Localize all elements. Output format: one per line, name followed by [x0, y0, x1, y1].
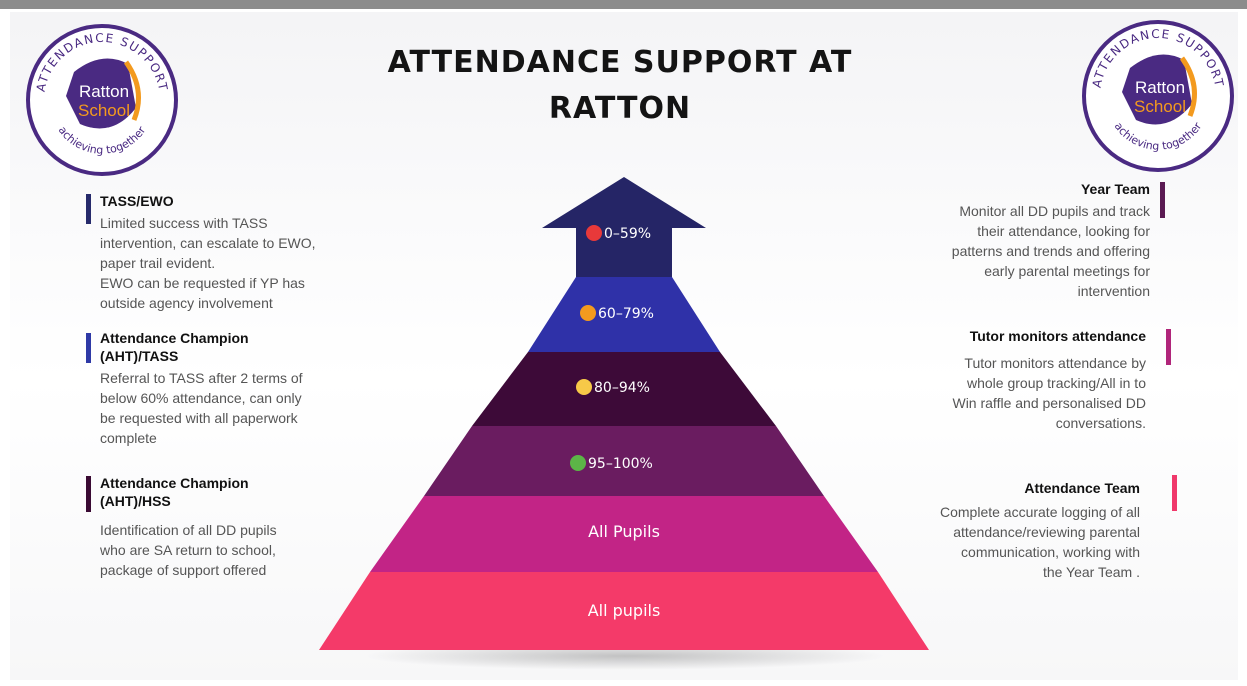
logo-name-line1: Ratton	[1135, 78, 1185, 97]
body-line: Identification of all DD pupils	[100, 522, 277, 538]
body-line: the Year Team .	[1042, 564, 1140, 580]
tier-label-2: 60–79%	[598, 306, 654, 322]
tier-dot-1	[586, 225, 602, 241]
body-line: below 60% attendance, can only	[100, 390, 302, 406]
tier-dot-4	[570, 455, 586, 471]
tier-label-5: All Pupils	[588, 522, 660, 541]
school-logo-right: ATTENDANCE SUPPORT Ratton School achievi…	[1078, 16, 1238, 176]
block-heading: Year Team	[1080, 181, 1150, 197]
body-line: EWO can be requested if YP has	[100, 275, 305, 291]
body-line: Tutor monitors attendance by	[964, 355, 1146, 371]
tier-label-4: 95–100%	[588, 456, 653, 472]
body-line: Win raffle and personalised DD	[952, 395, 1146, 411]
tier-label-3: 80–94%	[594, 380, 650, 396]
body-line: communication, working with	[961, 544, 1140, 560]
accent-bar	[86, 476, 91, 512]
body-line: package of support offered	[100, 562, 267, 578]
pyramid-tier-1	[542, 177, 706, 277]
pyramid-tier-5	[370, 496, 878, 572]
tier-label-1: 0–59%	[604, 226, 651, 242]
title-line-1: ATTENDANCE SUPPORT AT	[387, 45, 853, 80]
accent-bar	[1166, 329, 1171, 365]
block-body: Identification of all DD pupils who are …	[100, 520, 376, 580]
body-line: complete	[100, 430, 157, 446]
block-heading: Attendance Champion (AHT)/TASS	[100, 329, 376, 365]
school-logo-left: ATTENDANCE SUPPORT Ratton School achievi…	[22, 20, 182, 180]
logo-name-line2: School	[1134, 97, 1186, 116]
body-line: Limited success with TASS	[100, 215, 268, 231]
tier-dot-2	[580, 305, 596, 321]
block-heading: Attendance Team	[1024, 480, 1140, 496]
pyramid-tier-3	[472, 352, 776, 426]
pyramid-tier-2	[528, 277, 720, 352]
block-body: Referral to TASS after 2 terms of below …	[100, 368, 376, 448]
body-line: Referral to TASS after 2 terms of	[100, 370, 303, 386]
body-line: be requested with all paperwork	[100, 410, 298, 426]
body-line: early parental meetings for	[984, 263, 1150, 279]
body-line: their attendance, looking for	[977, 223, 1150, 239]
top-border	[0, 0, 1247, 9]
pyramid-tier-4	[424, 426, 824, 496]
left-block-hss: Attendance Champion (AHT)/HSS Identifica…	[86, 474, 376, 580]
body-line: Monitor all DD pupils and track	[959, 203, 1150, 219]
right-block-year-team: Year Team Monitor all DD pupils and trac…	[860, 180, 1165, 301]
heading-line: Attendance Champion	[100, 330, 249, 346]
logo-emblem	[66, 58, 136, 129]
right-block-attendance-team: Attendance Team Complete accurate loggin…	[850, 475, 1177, 582]
body-line: Complete accurate logging of all	[939, 504, 1140, 520]
block-heading: Tutor monitors attendance	[969, 328, 1146, 344]
logo-name-line1: Ratton	[79, 82, 129, 101]
body-line: who are SA return to school,	[100, 542, 276, 558]
body-line: outside agency involvement	[100, 295, 273, 311]
logo-name-line2: School	[78, 101, 130, 120]
body-line: conversations.	[1055, 415, 1146, 431]
page-title: ATTENDANCE SUPPORT AT RATTON	[330, 40, 910, 132]
left-block-tass-ewo: TASS/EWO Limited success with TASS inter…	[86, 192, 376, 313]
title-line-2: RATTON	[548, 91, 692, 126]
block-heading: TASS/EWO	[100, 193, 174, 209]
body-line: whole group tracking/All in to	[967, 375, 1146, 391]
block-body: Monitor all DD pupils and track their at…	[860, 201, 1150, 301]
tier-label-6: All pupils	[588, 601, 661, 620]
accent-bar	[1172, 475, 1177, 511]
body-line: intervention	[1077, 283, 1150, 299]
heading-line: Attendance Champion	[100, 475, 249, 491]
heading-line: (AHT)/TASS	[100, 348, 179, 364]
logo-emblem	[1122, 54, 1192, 125]
body-line: attendance/reviewing parental	[953, 524, 1140, 540]
block-body: Tutor monitors attendance by whole group…	[856, 353, 1146, 433]
body-line: intervention, can escalate to EWO,	[100, 235, 316, 251]
accent-bar	[86, 194, 91, 224]
left-block-tass: Attendance Champion (AHT)/TASS Referral …	[86, 329, 376, 448]
pyramid-tier-6	[319, 572, 929, 650]
right-block-tutor: Tutor monitors attendance Tutor monitors…	[856, 327, 1171, 433]
heading-line: (AHT)/HSS	[100, 493, 171, 509]
accent-bar	[86, 333, 91, 363]
block-body: Complete accurate logging of all attenda…	[850, 502, 1140, 582]
accent-bar	[1160, 182, 1165, 218]
body-line: paper trail evident.	[100, 255, 216, 271]
block-body: Limited success with TASS intervention, …	[100, 213, 376, 313]
tier-dot-3	[576, 379, 592, 395]
block-heading: Attendance Champion (AHT)/HSS	[100, 474, 376, 510]
body-line: patterns and trends and offering	[951, 243, 1150, 259]
